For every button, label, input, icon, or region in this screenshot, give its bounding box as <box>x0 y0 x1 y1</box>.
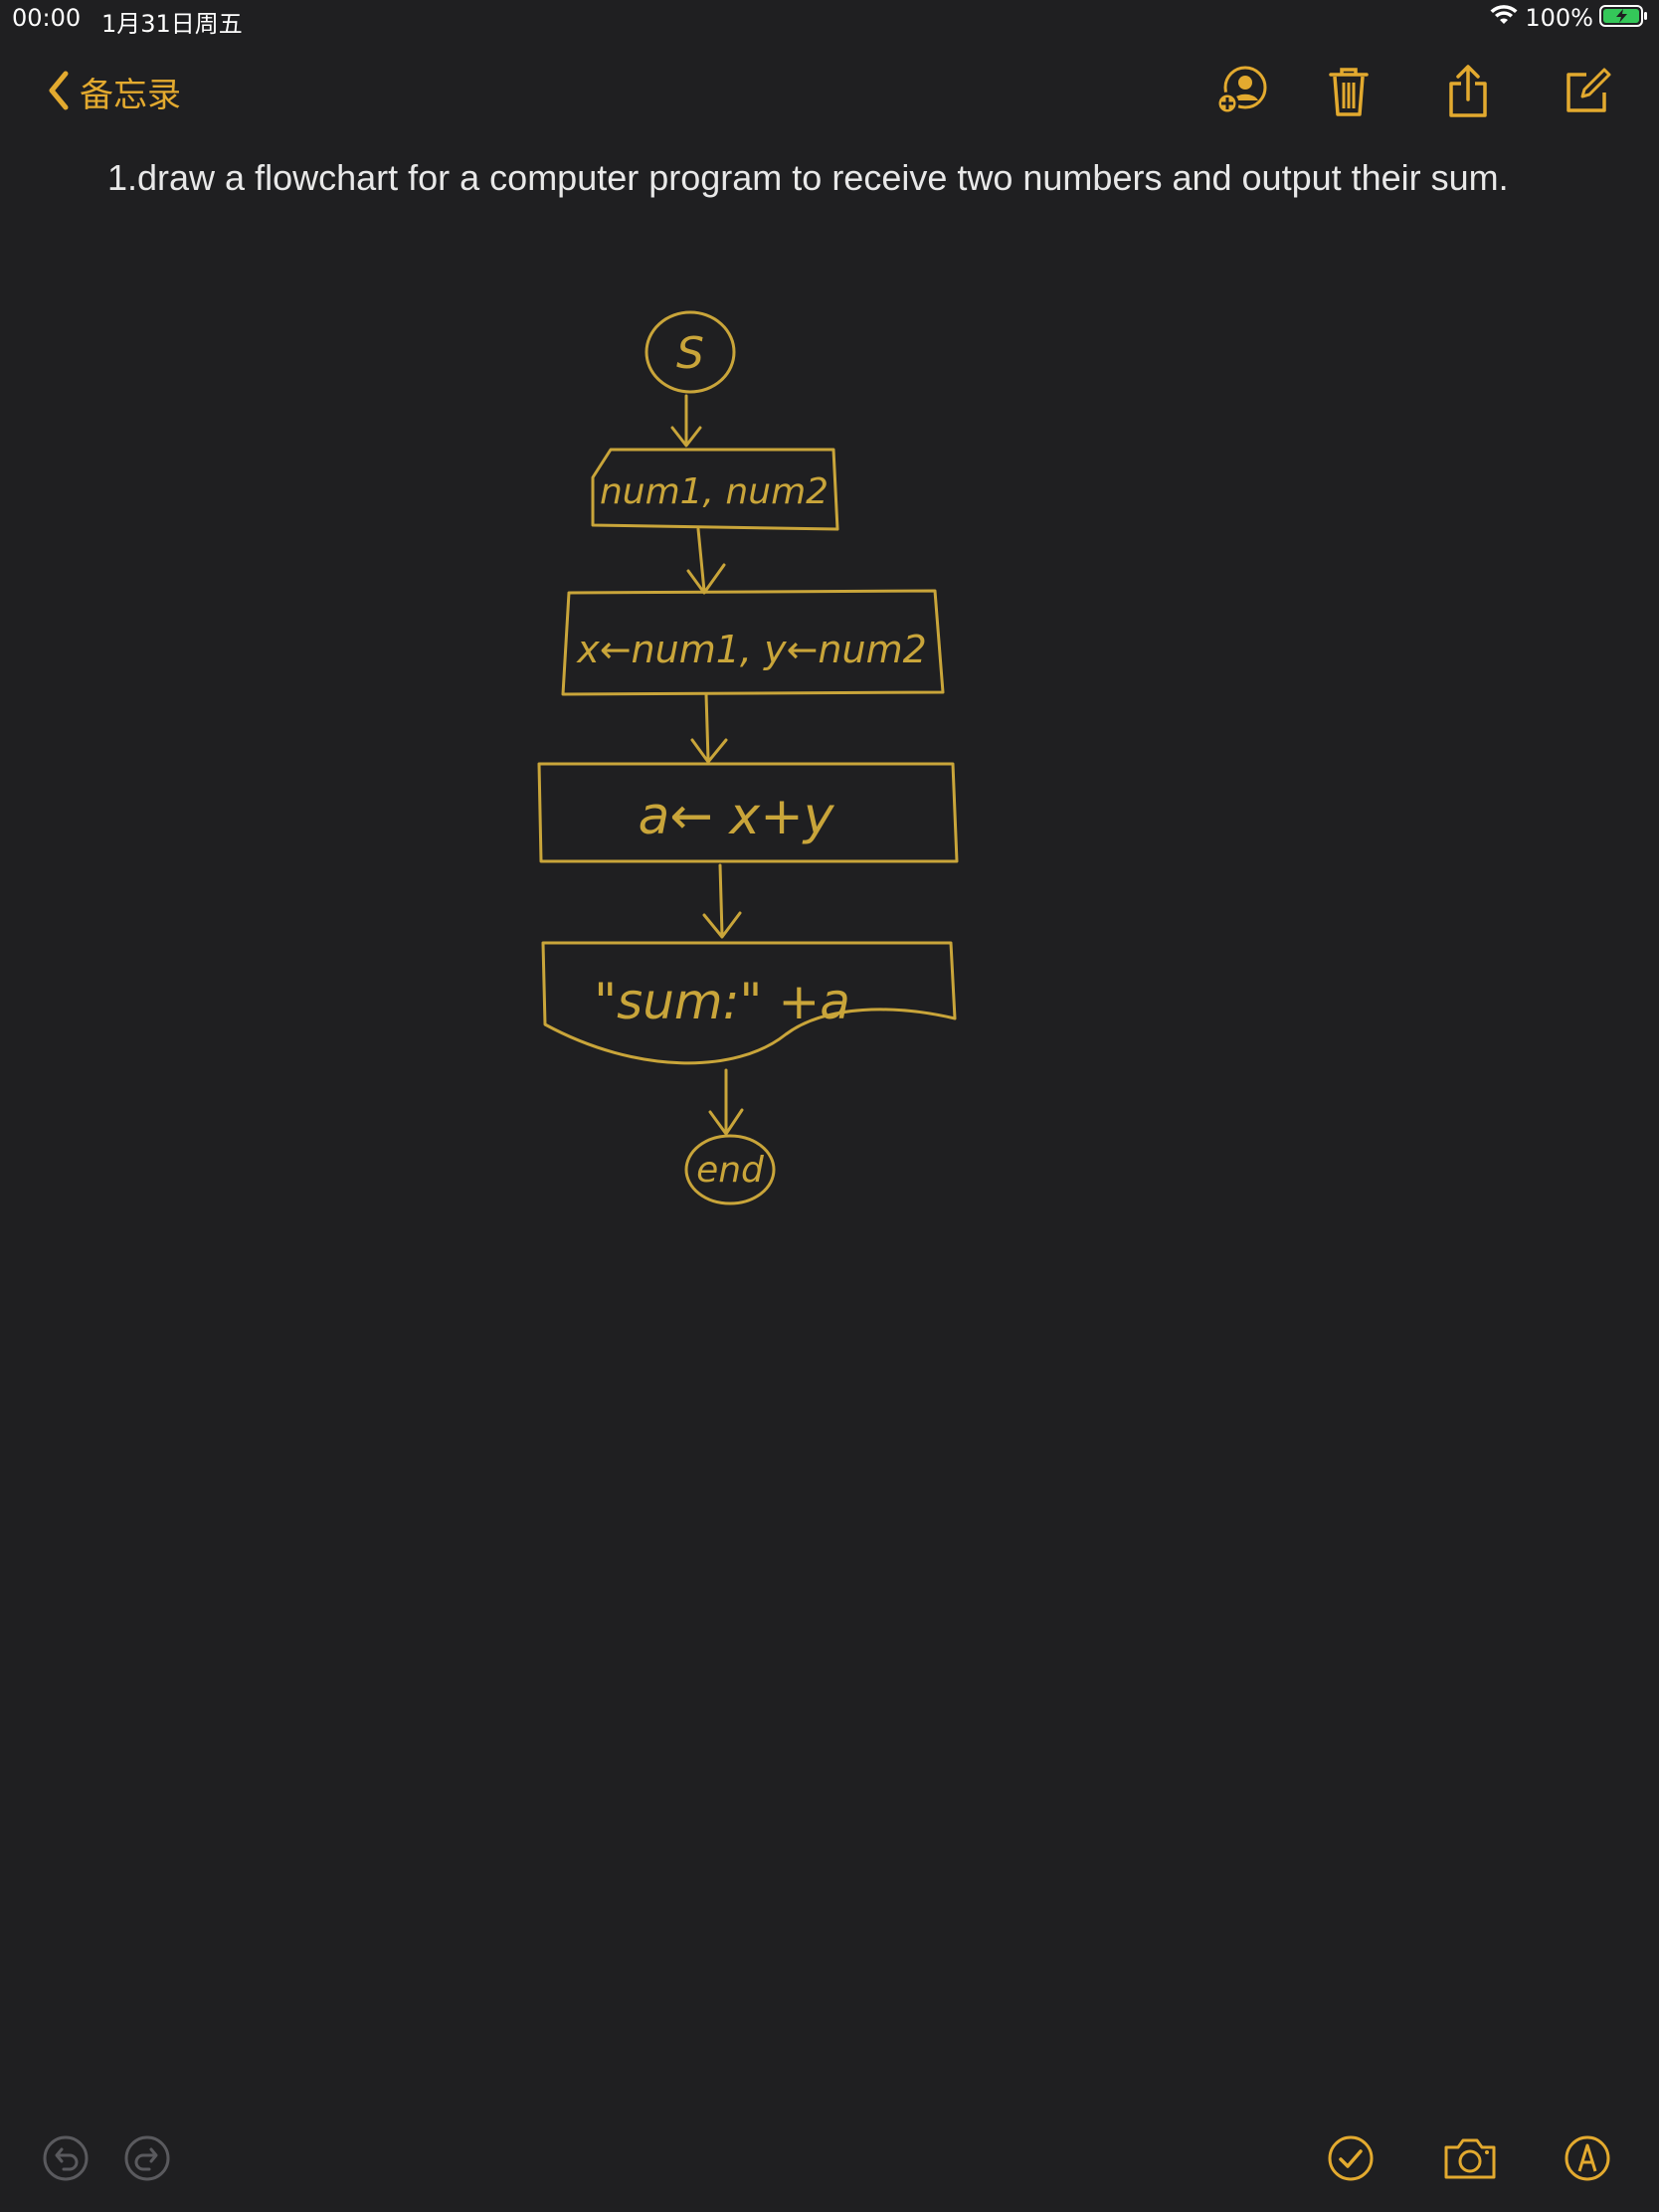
status-bar: 00:00 1月31日周五 100% <box>0 0 1659 40</box>
status-indicators: 100% <box>1489 4 1649 32</box>
chevron-left-icon <box>46 70 72 115</box>
trash-icon[interactable] <box>1319 62 1379 121</box>
back-button[interactable]: 备忘录 <box>46 68 181 116</box>
battery-percent: 100% <box>1525 4 1593 32</box>
redo-icon[interactable] <box>117 2128 177 2188</box>
checklist-icon[interactable] <box>1321 2128 1381 2188</box>
input-node <box>591 448 839 531</box>
arrow-compute-to-output <box>702 863 742 939</box>
nav-bar: 备忘录 <box>0 56 1659 125</box>
compute-node <box>537 762 959 863</box>
bottom-toolbar <box>0 2128 1659 2198</box>
battery-charging-icon <box>1599 4 1649 32</box>
compose-icon[interactable] <box>1558 62 1617 121</box>
undo-icon[interactable] <box>36 2128 95 2188</box>
end-node <box>684 1134 776 1205</box>
back-label: 备忘录 <box>80 76 181 115</box>
output-label: "sum:" +a <box>594 973 850 1030</box>
output-node <box>541 941 957 1065</box>
input-label: num1, num2 <box>600 471 829 512</box>
status-date: 1月31日周五 <box>101 10 243 38</box>
assign-label: x←num1, y←num2 <box>576 628 927 671</box>
markup-pen-icon[interactable] <box>1558 2128 1617 2188</box>
start-label: S <box>676 328 704 379</box>
note-body-text[interactable]: 1.draw a flowchart for a computer progra… <box>107 157 1509 198</box>
status-time: 00:00 <box>12 4 82 32</box>
arrow-input-to-assign <box>686 527 726 595</box>
camera-icon[interactable] <box>1440 2128 1500 2188</box>
arrow-start-to-input <box>670 394 702 448</box>
start-node <box>645 310 736 394</box>
arrow-output-to-end <box>708 1068 744 1136</box>
compute-label: a← x+y <box>638 787 834 846</box>
share-icon[interactable] <box>1438 62 1498 121</box>
wifi-icon <box>1489 4 1519 32</box>
end-label: end <box>696 1150 765 1191</box>
add-person-icon[interactable] <box>1211 62 1271 121</box>
arrow-assign-to-compute <box>690 692 728 764</box>
assign-node <box>561 589 945 696</box>
